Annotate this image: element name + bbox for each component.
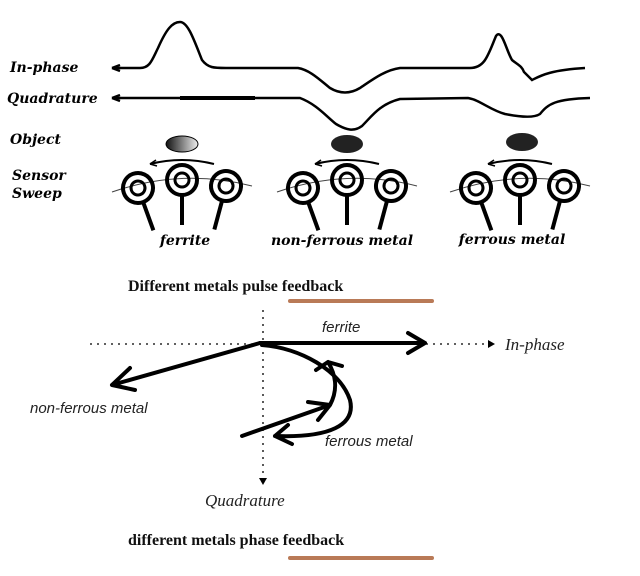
in-phase-row-label: In-phase xyxy=(9,60,78,76)
sweep-row-label: Sweep xyxy=(12,186,62,202)
in-phase-axis-label: In-phase xyxy=(504,335,565,354)
quadrature-arrowhead-icon xyxy=(111,93,121,103)
non-ferrous-label: non-ferrous metal xyxy=(271,233,413,249)
quadrature-axis-arrow-icon xyxy=(259,478,267,485)
in-phase-signal-line xyxy=(114,20,586,94)
pulse-feedback-diagram: In-phase Quadrature Object Sensor Sweep xyxy=(7,20,591,303)
sensor-sweep-group xyxy=(111,159,591,231)
ferrite-object-icon xyxy=(165,135,199,153)
ferrous-object-icon xyxy=(506,133,538,151)
non-ferrous-vector-label: non-ferrous metal xyxy=(30,400,148,417)
phase-feedback-caption: different metals phase feedback xyxy=(128,532,344,549)
ferrite-label: ferrite xyxy=(159,233,210,249)
sensor-sweep-icon xyxy=(276,159,418,231)
in-phase-axis-arrow-icon xyxy=(488,340,495,348)
phase-feedback-diagram: In-phase Quadrature ferrite non-ferrous … xyxy=(30,310,565,560)
non-ferrous-vector-arrow xyxy=(110,341,262,392)
sensor-sweep-icon xyxy=(111,159,253,231)
quadrature-signal-line xyxy=(114,96,591,131)
non-ferrous-object-icon xyxy=(331,135,363,153)
object-row-label: Object xyxy=(10,132,61,148)
quadrature-axis-label: Quadrature xyxy=(205,491,285,510)
ferrous-vector-label: ferrous metal xyxy=(325,433,413,450)
ferrous-vector-inner-arrow xyxy=(240,360,344,438)
ferrous-label: ferrous metal xyxy=(458,232,566,248)
ferrite-vector-arrow xyxy=(258,331,427,355)
ferrite-vector-label: ferrite xyxy=(322,319,360,336)
in-phase-arrowhead-icon xyxy=(111,63,121,73)
ferrous-vector-outer-arrow xyxy=(260,343,353,446)
sensor-row-label: Sensor xyxy=(12,168,67,184)
quadrature-row-label: Quadrature xyxy=(7,91,98,107)
pulse-feedback-caption: Different metals pulse feedback xyxy=(128,278,343,295)
sensor-sweep-icon xyxy=(449,159,591,231)
